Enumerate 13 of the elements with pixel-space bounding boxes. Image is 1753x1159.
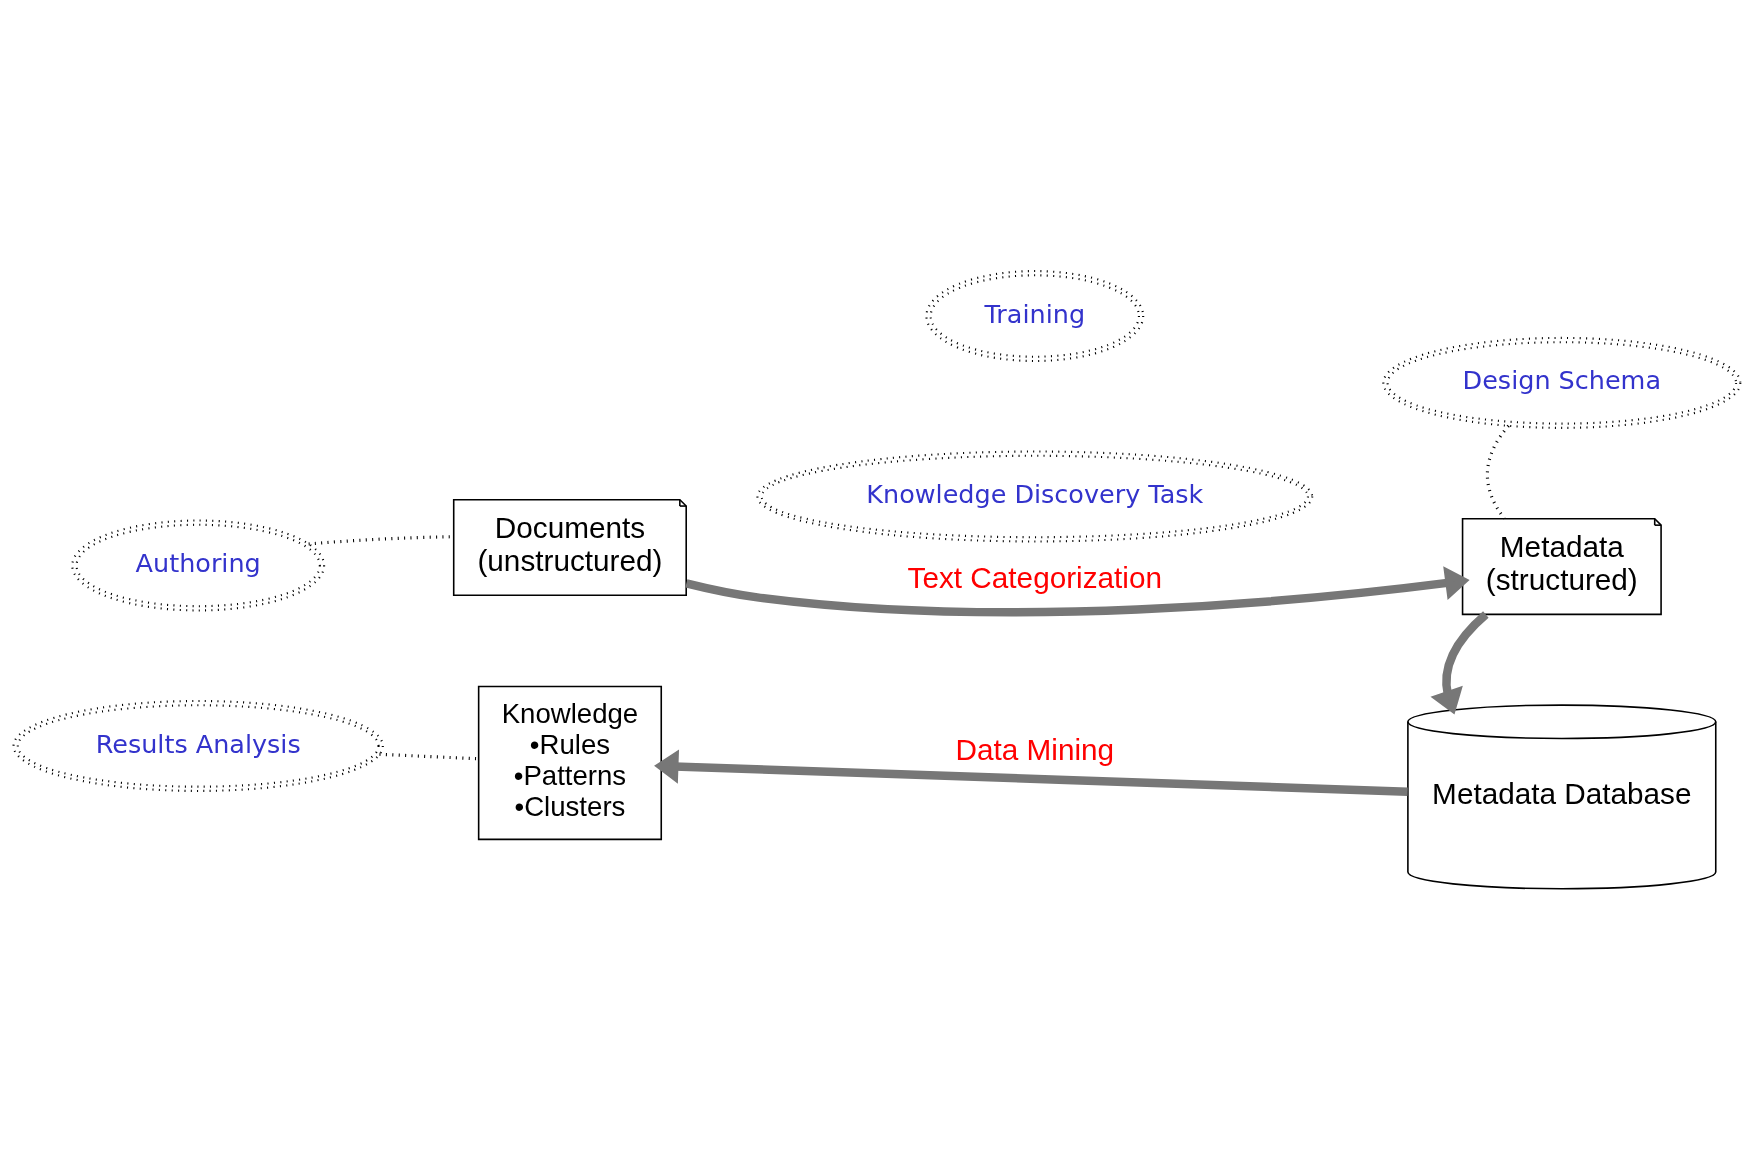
- node-ellipse: Knowledge Discovery Task: [755, 449, 1313, 543]
- connector: [1485, 424, 1510, 519]
- edge-label: Text Categorization: [907, 560, 1162, 594]
- node-ellipse: Design Schema: [1381, 336, 1741, 429]
- arrow: [684, 565, 1470, 616]
- node-ellipse: Authoring: [70, 518, 325, 612]
- arrow: [1430, 610, 1489, 714]
- node-box: Knowledge •Rules •Patterns •Clusters: [477, 685, 662, 840]
- edge-label: Data Mining: [955, 732, 1114, 766]
- node-ellipse: Training: [924, 269, 1144, 362]
- node-ellipse: Results Analysis: [12, 699, 384, 792]
- connector: [378, 752, 478, 760]
- arrow: [653, 749, 1408, 796]
